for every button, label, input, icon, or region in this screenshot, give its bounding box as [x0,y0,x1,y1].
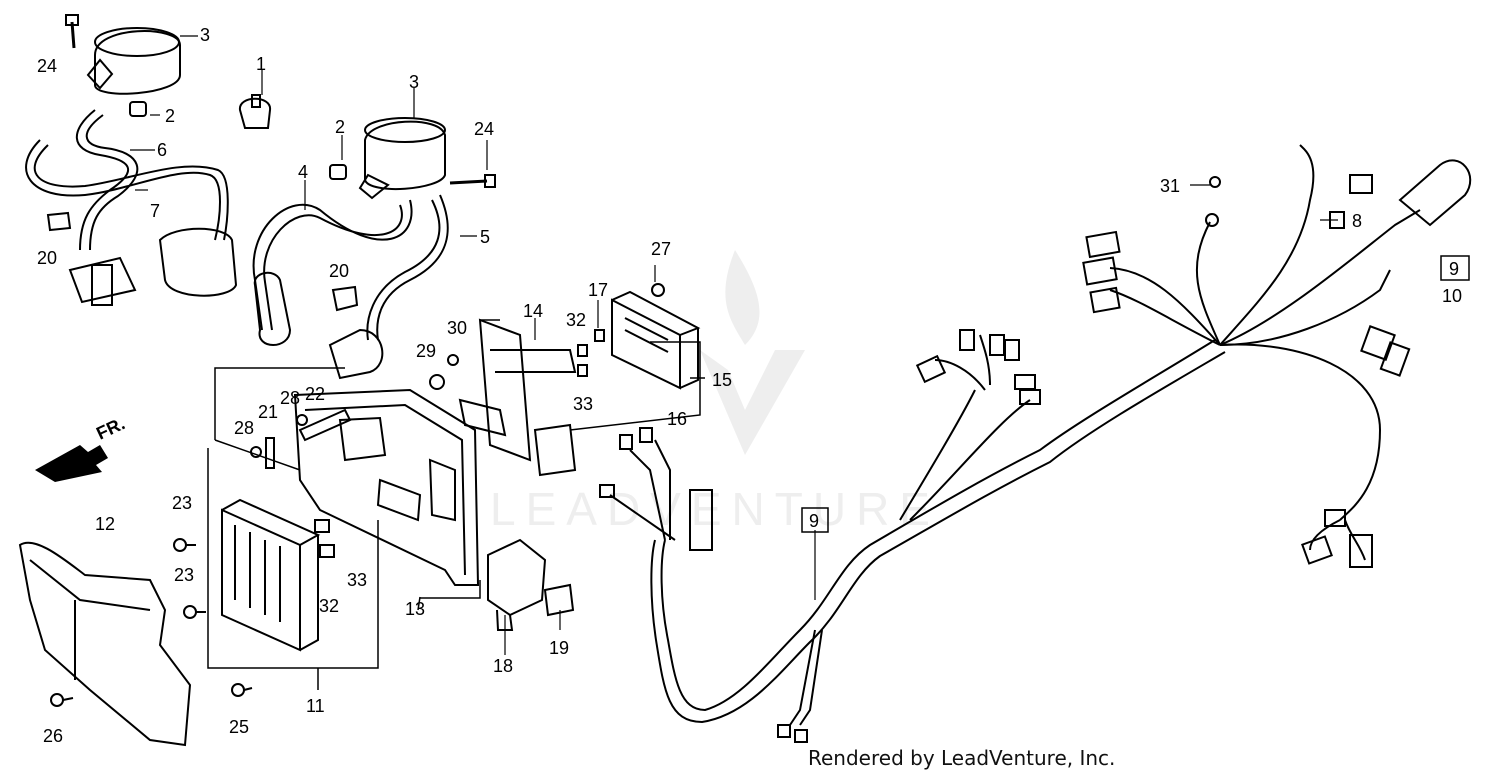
boxed-callout-frames [801,255,1470,533]
callout-27: 27 [651,239,671,259]
callout-15: 15 [712,370,732,390]
harness-connectors [599,159,1472,743]
callout-24: 24 [37,56,57,76]
callout-3: 3 [200,25,210,45]
watermark-text: LEADVENTURE [490,483,940,535]
callout-6: 6 [157,140,167,160]
ignition-coil-middle [329,117,496,200]
callout-12: 12 [95,514,115,534]
callout-24: 24 [474,119,494,139]
unit-15 [611,290,701,390]
pad-16 [533,423,577,477]
callout-numbers: 1 2 2 3 3 4 5 6 7 8 9 9 10 11 12 13 14 1… [37,25,1462,746]
callout-2: 2 [165,106,175,126]
callout-11: 11 [306,696,325,716]
callout-32: 32 [319,596,339,616]
forward-arrow-icon [35,445,108,482]
footer-credit: Rendered by LeadVenture, Inc. [808,746,1115,770]
spark-plug-cap [129,101,147,117]
callout-18: 18 [493,656,513,676]
callout-9: 9 [809,511,819,531]
callout-22: 22 [305,384,325,404]
callout-5: 5 [480,227,490,247]
module-11 [221,498,335,652]
leader-lines [130,35,1338,655]
forward-indicator: FR. [35,413,128,482]
callout-14: 14 [523,301,543,321]
callout-3: 3 [409,72,419,92]
forward-label: FR. [93,413,128,443]
callout-25: 25 [229,717,249,737]
callout-2: 2 [335,117,345,137]
callout-20: 20 [329,261,349,281]
callout-31: 31 [1160,176,1180,196]
callout-1: 1 [256,54,266,74]
callout-17: 17 [588,280,608,300]
wire-harness [609,144,1421,726]
group-lines [207,319,705,690]
callout-7: 7 [150,201,160,221]
high-tension-cord-6-7 [25,109,238,306]
callout-13: 13 [405,599,425,619]
clip-20a [46,211,72,232]
watermark: LEADVENTURE [490,250,940,535]
callout-4: 4 [298,162,308,182]
callout-23: 23 [174,565,194,585]
callout-20: 20 [37,248,57,268]
clamp [239,94,271,129]
relay-18 [487,538,547,631]
callout-28: 28 [234,418,254,438]
callout-33: 33 [573,394,593,414]
bracket-frame-13 [293,388,480,586]
callout-33: 33 [347,570,367,590]
callout-8: 8 [1352,211,1362,231]
callout-9: 9 [1449,259,1459,279]
high-tension-cord-4-5 [252,194,449,380]
callout-23: 23 [172,493,192,513]
callout-32: 32 [566,310,586,330]
callout-10: 10 [1442,286,1462,306]
cover-12 [18,541,192,747]
bracket-21-22 [250,408,352,469]
bolts [50,538,253,707]
callout-30: 30 [447,318,467,338]
callout-21: 21 [258,402,278,422]
callout-29: 29 [416,341,436,361]
resistor-19 [543,583,575,617]
callout-26: 26 [43,726,63,746]
clip-20b [331,285,359,312]
callout-19: 19 [549,638,569,658]
bracket-14 [458,318,577,462]
ignition-coil-upper [65,14,181,95]
callout-28: 28 [280,388,300,408]
callout-16: 16 [667,409,687,429]
small-fasteners [429,283,665,390]
watermark-logo-icon [700,250,805,455]
